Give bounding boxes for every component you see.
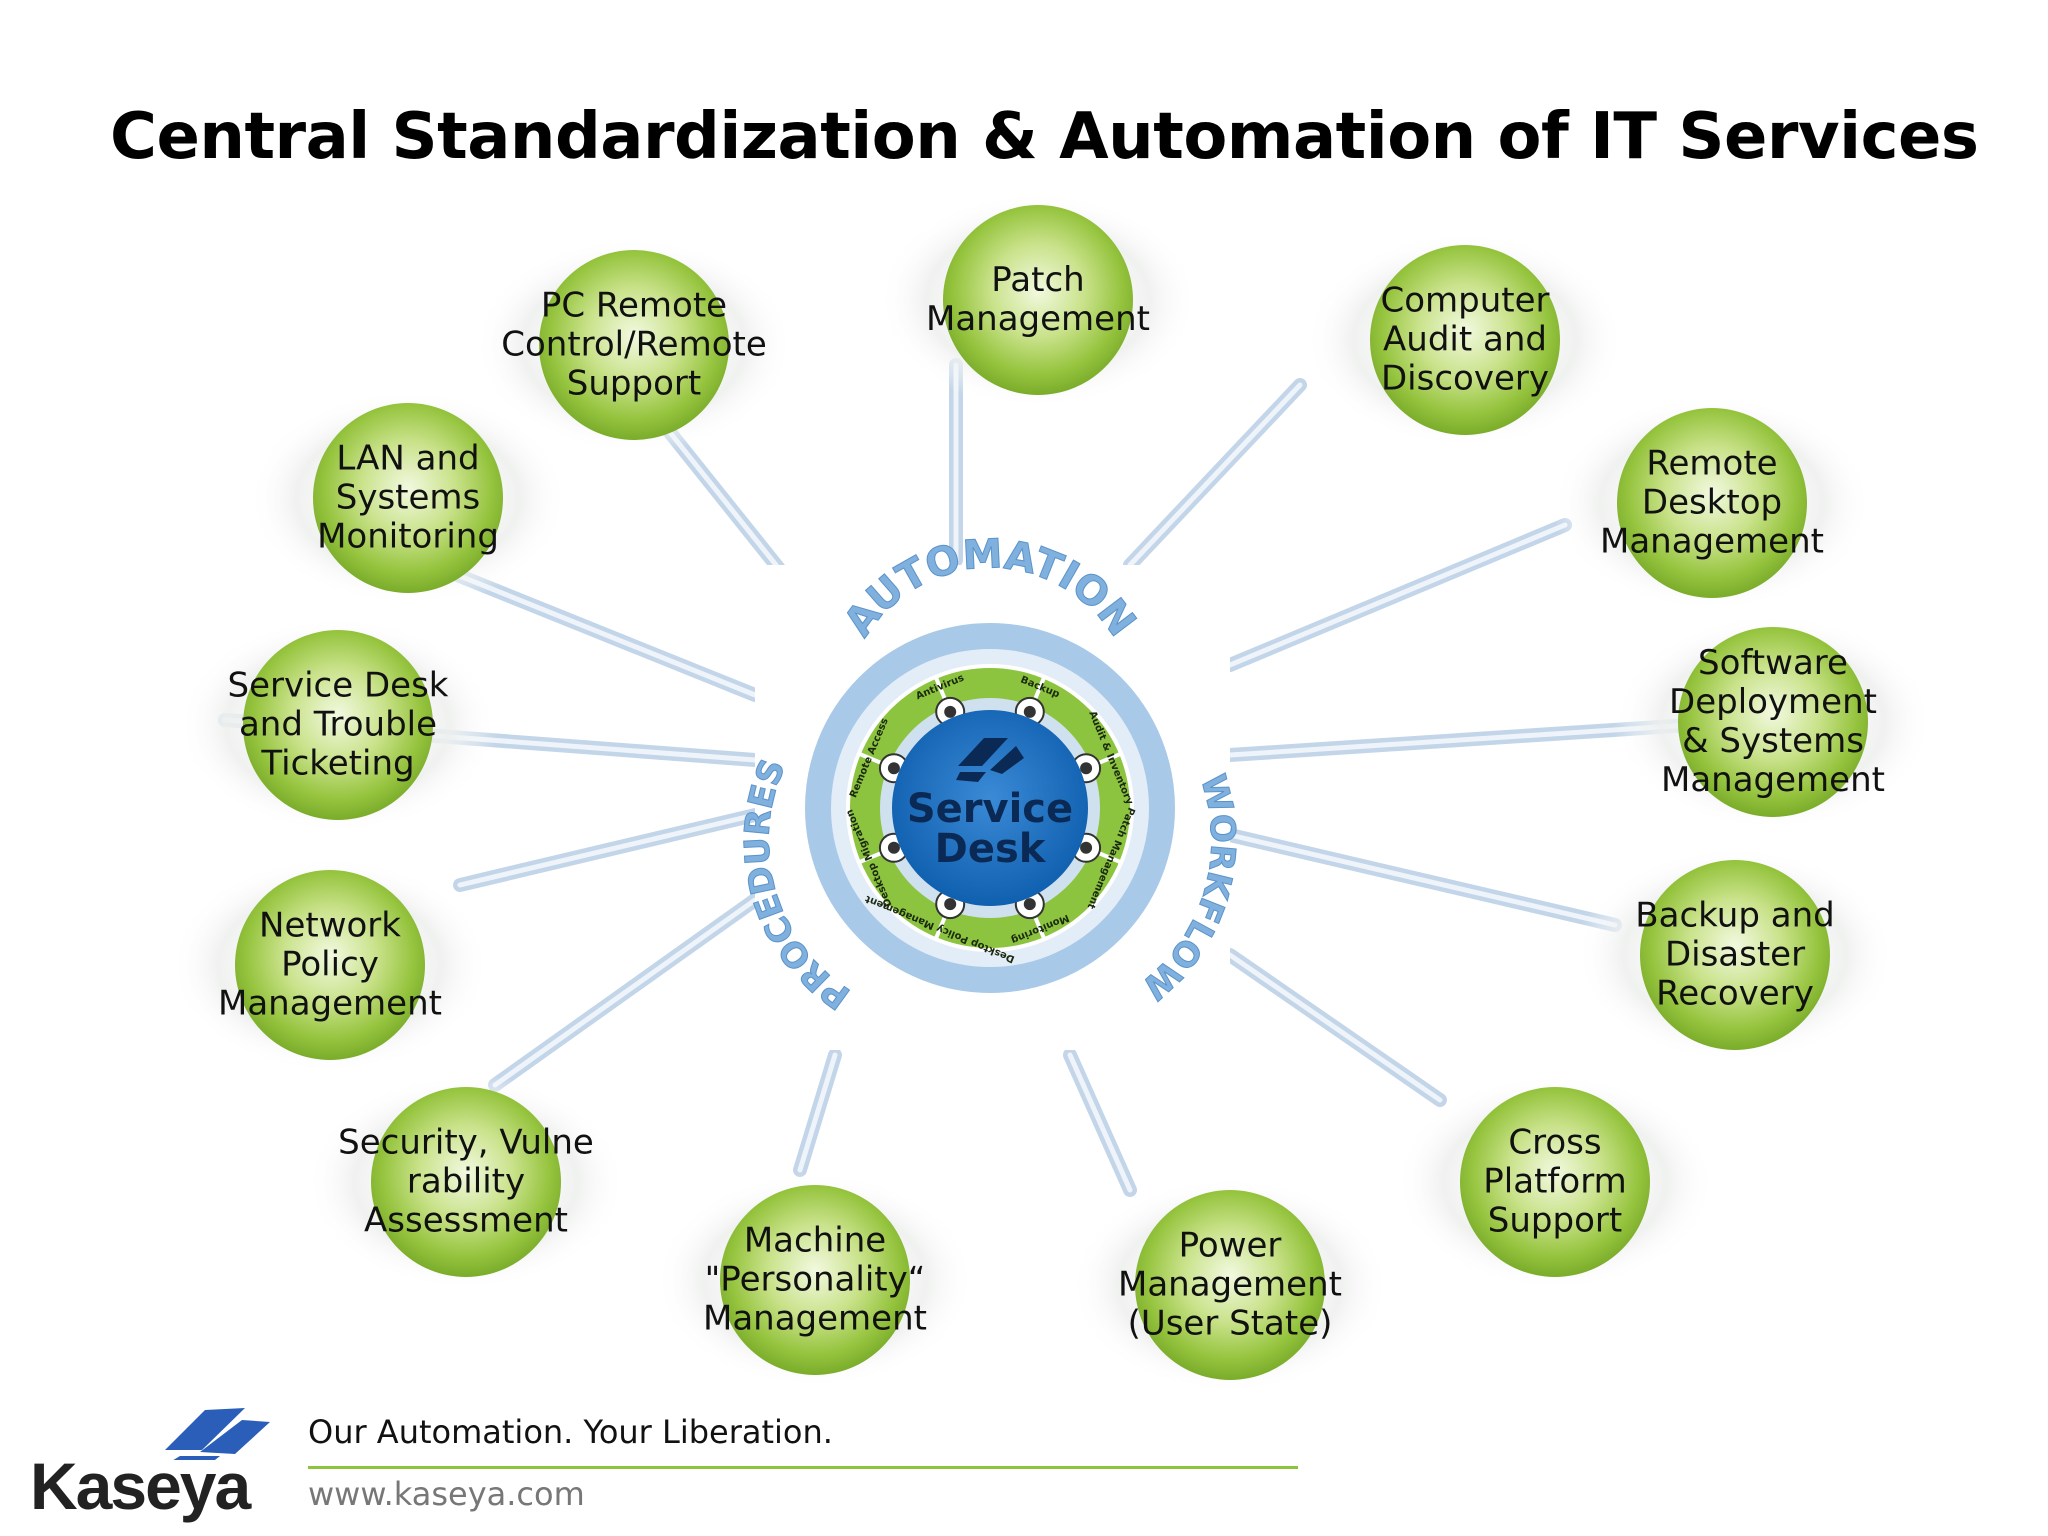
clock-icon-glyph <box>1023 898 1036 911</box>
bubble-remote-desktop[interactable] <box>1617 408 1807 598</box>
gauge-icon-glyph <box>1023 705 1036 718</box>
shield-icon-glyph <box>944 705 957 718</box>
kaseya-logo-icon <box>165 1408 270 1460</box>
bubble-pc-remote-control[interactable] <box>539 250 729 440</box>
spoke-highlight-power-management <box>1067 1052 1133 1193</box>
migration-icon-glyph <box>887 841 900 854</box>
spoke-highlight-network-policy <box>457 812 758 888</box>
hub-center-line1: Service <box>907 786 1073 832</box>
wifi-icon-glyph <box>1080 762 1093 775</box>
puzzle-icon-glyph <box>1080 841 1093 854</box>
globe-icon-glyph <box>887 762 900 775</box>
bubble-patch-management[interactable] <box>943 205 1133 395</box>
spoke-highlight-computer-audit <box>1127 382 1303 568</box>
spoke-highlight-security-vulnerability <box>492 897 758 1088</box>
spoke-highlight-machine-personality <box>797 1052 838 1173</box>
footer-divider <box>308 1466 1298 1469</box>
hub-arc-band <box>805 623 1175 993</box>
bubble-network-policy[interactable] <box>235 870 425 1060</box>
bubble-power-management[interactable] <box>1135 1190 1325 1380</box>
kaseya-logo: Kaseya <box>30 1390 280 1530</box>
spoke-highlight-software-deployment <box>1227 722 1693 758</box>
page-title: Central Standardization & Automation of … <box>110 100 1979 174</box>
bubble-machine-personality[interactable] <box>720 1185 910 1375</box>
bubble-security-vulnerability[interactable] <box>371 1087 561 1277</box>
footer-url[interactable]: www.kaseya.com <box>308 1475 585 1513</box>
spoke-highlight-cross-platform <box>1227 952 1443 1103</box>
bubble-computer-audit[interactable] <box>1370 245 1560 435</box>
monitor-icon-glyph <box>944 898 957 911</box>
spoke-highlight-remote-desktop <box>1227 522 1568 668</box>
footer-slogan: Our Automation. Your Liberation. <box>308 1413 833 1451</box>
logo-wordmark: Kaseya <box>30 1449 251 1523</box>
hub-center <box>892 710 1088 906</box>
bubble-software-deployment[interactable] <box>1678 627 1868 817</box>
bubble-cross-platform[interactable] <box>1460 1087 1650 1277</box>
spoke-highlight-pc-remote-control <box>665 427 783 573</box>
bubble-lan-monitoring[interactable] <box>313 403 503 593</box>
bubble-backup-recovery[interactable] <box>1640 860 1830 1050</box>
hub-center-line2: Desk <box>935 826 1047 872</box>
hub-logo-icon <box>956 738 1024 782</box>
bubble-service-desk-ticketing[interactable] <box>243 630 433 820</box>
node-bubbles <box>235 205 1868 1380</box>
spoke-highlight-lan-monitoring <box>442 567 758 698</box>
spoke-highlight-backup-recovery <box>1227 832 1618 928</box>
